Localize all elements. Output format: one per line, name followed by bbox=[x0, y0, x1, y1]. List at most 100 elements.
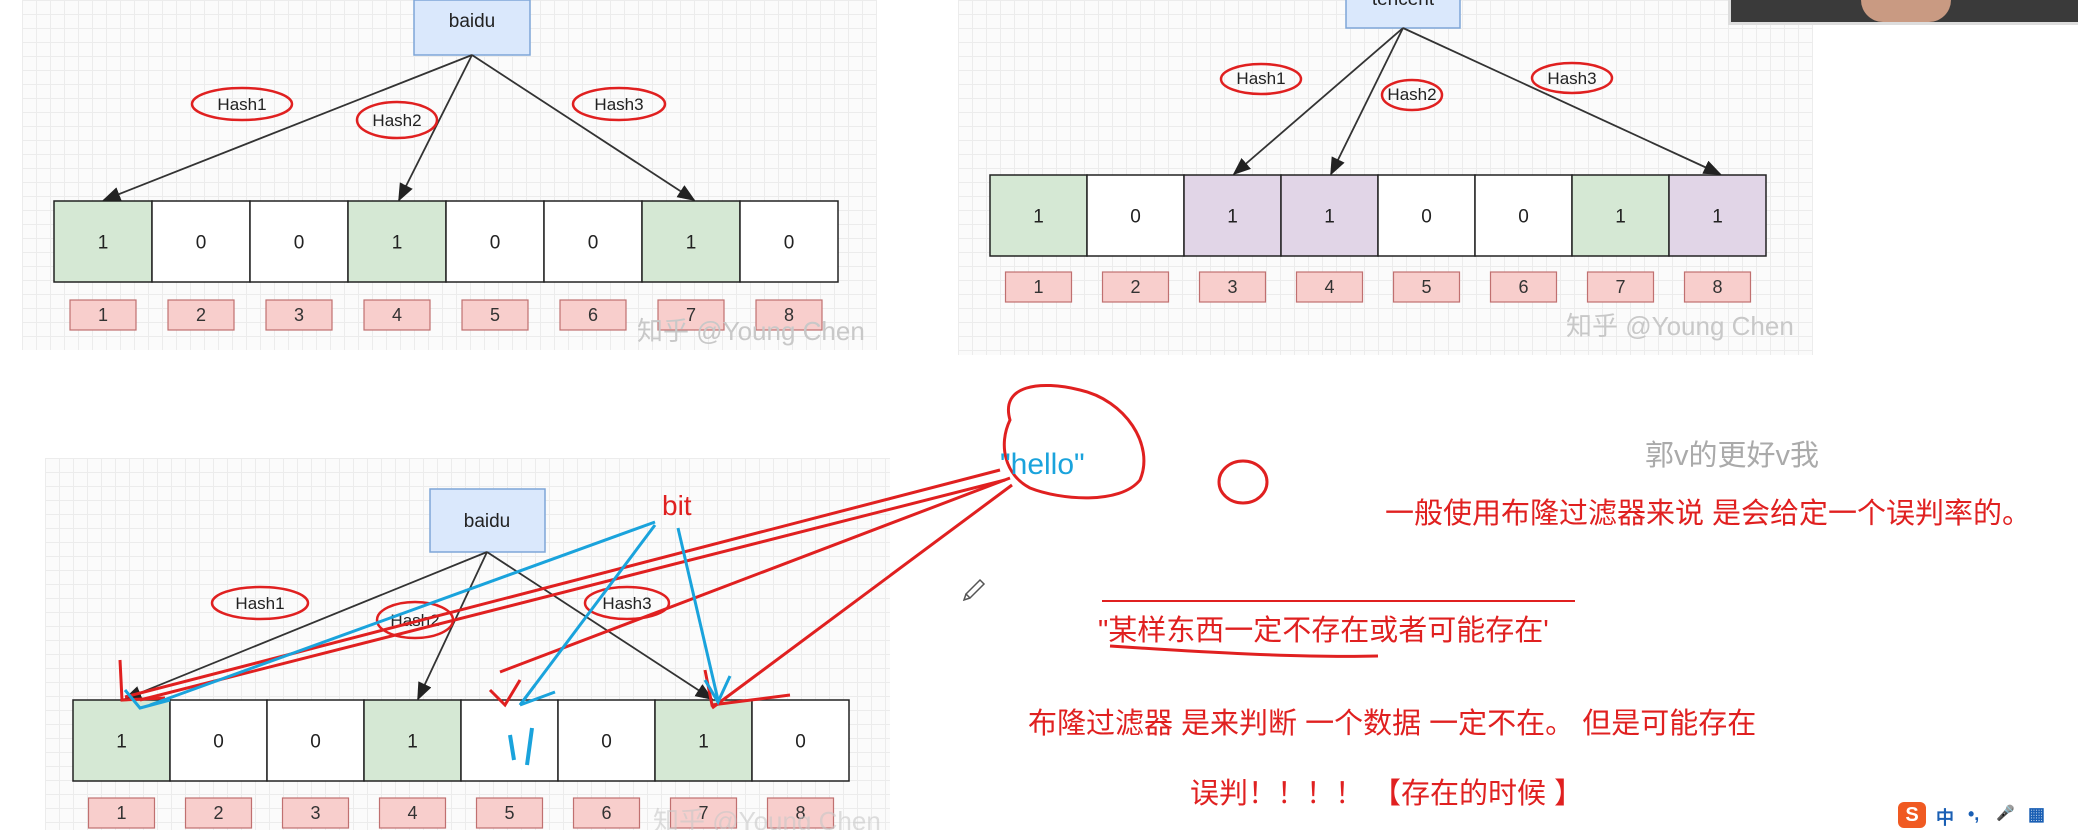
ime-punct-toggle[interactable]: •, bbox=[1968, 804, 1980, 824]
bit-value: 0 bbox=[588, 233, 599, 254]
index-box bbox=[572, 797, 641, 829]
index-box bbox=[1004, 271, 1073, 303]
index-label: 7 bbox=[686, 305, 696, 325]
watermark: 知乎 @Young Chen bbox=[653, 806, 881, 830]
bit-cell bbox=[543, 200, 643, 283]
microphone-icon[interactable]: 🎤 bbox=[1996, 805, 2015, 822]
index-label: 8 bbox=[784, 305, 794, 325]
bit-cell bbox=[72, 699, 171, 782]
index-label: 1 bbox=[98, 305, 108, 325]
index-box bbox=[265, 299, 333, 331]
index-label: 4 bbox=[407, 803, 417, 823]
index-box bbox=[766, 797, 835, 829]
arrow bbox=[1232, 27, 1404, 176]
bit-cell bbox=[557, 699, 656, 782]
bit-cell bbox=[1474, 174, 1573, 257]
index-box bbox=[378, 797, 447, 829]
bit-value: 1 bbox=[1712, 207, 1723, 228]
bit-value: 1 bbox=[1615, 207, 1626, 228]
index-box bbox=[755, 299, 823, 331]
hash-ellipse bbox=[355, 100, 439, 140]
ime-lang-toggle[interactable]: 中 bbox=[1936, 808, 1954, 828]
index-box bbox=[69, 299, 137, 331]
hash-label: Hash1 bbox=[235, 594, 284, 613]
bit-cell bbox=[460, 699, 559, 782]
bit-value: 1 bbox=[116, 732, 127, 753]
hash-ellipse bbox=[190, 86, 294, 122]
hash-label: Hash3 bbox=[594, 95, 643, 114]
bit-cell bbox=[1086, 174, 1185, 257]
node-label: tencent bbox=[1372, 0, 1435, 10]
hash-ellipse bbox=[571, 86, 667, 122]
faded-note: 郭v的更好v我 bbox=[1645, 440, 1820, 472]
index-box bbox=[1295, 271, 1364, 303]
pencil-cursor-icon bbox=[962, 578, 986, 602]
node-label: baidu bbox=[449, 11, 496, 32]
arrow bbox=[1402, 27, 1722, 175]
index-label: 3 bbox=[310, 803, 320, 823]
grid-icon[interactable]: ▦ bbox=[2028, 804, 2046, 824]
index-box bbox=[1489, 271, 1558, 303]
arrow bbox=[1330, 27, 1404, 176]
bit-cell bbox=[445, 200, 545, 283]
index-box bbox=[184, 797, 253, 829]
hash-label: Hash1 bbox=[1236, 69, 1285, 88]
bit-value: 1 bbox=[698, 732, 709, 753]
arrow bbox=[398, 54, 473, 202]
index-label: 3 bbox=[1227, 277, 1237, 297]
hash-label: Hash2 bbox=[372, 111, 421, 130]
bit-value: 1 bbox=[1227, 207, 1238, 228]
index-box bbox=[1683, 271, 1752, 303]
bit-value: 0 bbox=[1421, 207, 1432, 228]
bit-value: 0 bbox=[784, 233, 795, 254]
index-box bbox=[1392, 271, 1461, 303]
bit-value: 0 bbox=[795, 732, 806, 753]
node-box bbox=[413, 0, 531, 56]
note-line-1: 一般使用布隆过滤器来说 是会给定一个误判率的。 bbox=[1385, 498, 2032, 530]
index-box bbox=[87, 797, 156, 829]
hash-label: Hash3 bbox=[602, 594, 651, 613]
webcam-face bbox=[1861, 0, 1951, 22]
note-quote: "某样东西一定不存在或者可能存在' bbox=[1098, 615, 1549, 647]
bit-value: 1 bbox=[686, 233, 697, 254]
bit-cell bbox=[169, 699, 268, 782]
bit-value: 1 bbox=[1324, 207, 1335, 228]
bit-cell bbox=[1668, 174, 1767, 257]
index-box bbox=[1198, 271, 1267, 303]
index-label: 3 bbox=[294, 305, 304, 325]
hash-ellipse bbox=[1530, 61, 1614, 95]
hash-ellipse bbox=[1219, 62, 1303, 96]
bit-value: 0 bbox=[601, 732, 612, 753]
ink-circle bbox=[1217, 459, 1269, 505]
bit-cell bbox=[363, 699, 462, 782]
bit-value: 1 bbox=[1033, 207, 1044, 228]
note-line-2: 布隆过滤器 是来判断 一个数据 一定不在。 但是可能存在 bbox=[1028, 708, 1757, 740]
bit-value: 0 bbox=[310, 732, 321, 753]
bit-label: bit bbox=[662, 490, 692, 521]
index-box bbox=[657, 299, 725, 331]
index-box bbox=[167, 299, 235, 331]
index-label: 5 bbox=[1421, 277, 1431, 297]
arrow bbox=[471, 54, 696, 201]
bit-cell bbox=[1183, 174, 1282, 257]
bit-value: 0 bbox=[1518, 207, 1529, 228]
hash-label: Hash3 bbox=[1547, 69, 1596, 88]
bloom-diagram-2: tencent Hash1 Hash2 Hash3 11021314050617… bbox=[989, 0, 1794, 341]
ime-toolbar[interactable]: S 中 •, 🎤 ▦ bbox=[1898, 800, 2078, 830]
bit-value: 1 bbox=[98, 233, 109, 254]
bloom-diagram-1: baidu Hash1 Hash2 Hash3 1102031405061708… bbox=[53, 0, 865, 346]
bit-cell bbox=[151, 200, 251, 283]
ime-logo-icon[interactable]: S bbox=[1898, 802, 1926, 828]
index-box bbox=[669, 797, 738, 829]
index-box bbox=[363, 299, 431, 331]
index-label: 5 bbox=[504, 803, 514, 823]
index-label: 8 bbox=[795, 803, 805, 823]
index-box bbox=[1586, 271, 1655, 303]
index-label: 6 bbox=[588, 305, 598, 325]
watermark: 知乎 @Young Chen bbox=[1566, 311, 1794, 341]
bit-cell bbox=[641, 200, 741, 283]
index-label: 2 bbox=[1130, 277, 1140, 297]
index-box bbox=[559, 299, 627, 331]
